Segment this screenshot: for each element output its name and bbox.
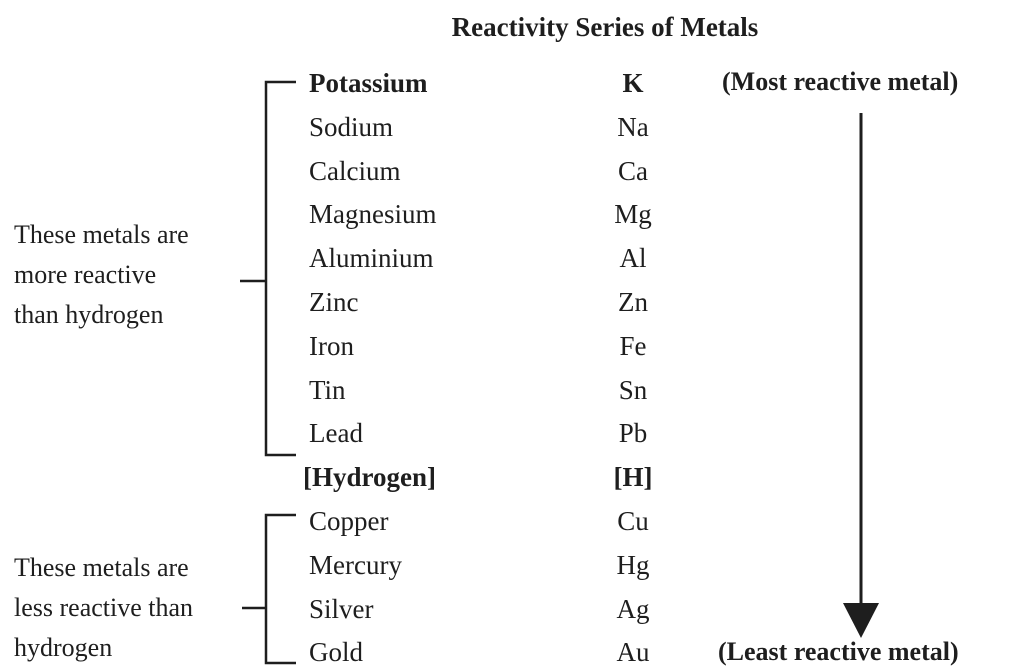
metal-symbol: Na (617, 112, 649, 142)
upper-bracket (264, 80, 296, 457)
diagram-title: Reactivity Series of Metals (451, 12, 759, 42)
metal-name: Calcium (309, 156, 401, 186)
metal-name: Copper (309, 506, 389, 536)
metal-symbol: [H] (613, 462, 653, 492)
metal-name: Silver (309, 594, 374, 624)
less-reactive-label: These metals are less reactive than hydr… (14, 548, 193, 668)
metal-symbol: Pb (618, 418, 648, 448)
metal-symbol: Hg (616, 550, 650, 580)
metal-symbol: Zn (618, 287, 648, 317)
less-reactive-line-2: less reactive than (14, 593, 194, 622)
less-reactive-line-3: hydrogen (14, 633, 113, 662)
metal-name: Aluminium (309, 243, 434, 273)
metal-symbol: Au (616, 637, 650, 667)
metal-symbol: Mg (614, 199, 652, 229)
reactivity-arrow-head (843, 603, 879, 638)
metal-name: Sodium (309, 112, 394, 142)
more-reactive-label: These metals are more reactive than hydr… (14, 215, 189, 335)
more-reactive-line-1: These metals are (14, 220, 189, 249)
most-reactive-label: (Most reactive metal) (722, 67, 959, 96)
metal-name: Magnesium (309, 199, 437, 229)
metal-name: Tin (309, 375, 346, 405)
more-reactive-line-2: more reactive (14, 260, 157, 289)
metal-symbol: Fe (619, 331, 647, 361)
metal-name: Potassium (309, 68, 428, 98)
more-reactive-line-3: than hydrogen (14, 300, 164, 329)
least-reactive-label: (Least reactive metal) (718, 637, 959, 666)
metal-symbol: Ag (616, 594, 650, 624)
metal-symbol: Sn (618, 375, 648, 405)
metal-symbol: Ca (618, 156, 648, 186)
metal-name: Iron (309, 331, 354, 361)
lower-bracket (264, 513, 296, 665)
less-reactive-line-1: These metals are (14, 553, 189, 582)
metal-symbol: Al (619, 243, 647, 273)
metal-name: Mercury (309, 550, 402, 580)
metal-symbol: Cu (617, 506, 649, 536)
metal-name: Lead (309, 418, 363, 448)
metal-symbol: K (622, 68, 644, 98)
metal-name: [Hydrogen] (303, 462, 436, 492)
metal-name: Gold (309, 637, 363, 667)
metal-name: Zinc (309, 287, 359, 317)
